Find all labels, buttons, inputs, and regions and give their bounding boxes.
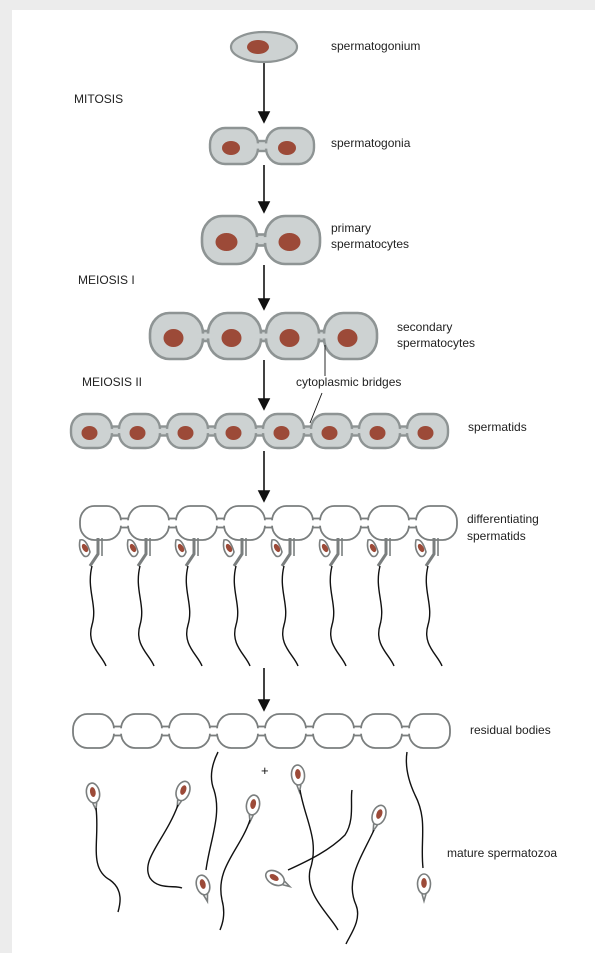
bridge-lumen bbox=[163, 520, 182, 525]
bridge-lumen bbox=[106, 429, 125, 433]
nucleus bbox=[418, 426, 434, 440]
plus-sign: + bbox=[261, 763, 269, 778]
bridge-lumen bbox=[252, 143, 272, 148]
cell-body bbox=[128, 506, 169, 540]
differentiating-label-line-2: spermatids bbox=[467, 529, 526, 543]
nucleus bbox=[82, 426, 98, 440]
nucleus bbox=[164, 329, 184, 347]
cell-body bbox=[80, 506, 121, 540]
bridge-lumen bbox=[396, 728, 415, 733]
spermatids-label: spermatids bbox=[468, 420, 527, 434]
cell-body bbox=[320, 506, 361, 540]
spermatogonia-label: spermatogonia bbox=[331, 136, 411, 150]
bridge-lumen bbox=[197, 334, 214, 339]
mitosis-label: MITOSIS bbox=[74, 92, 123, 106]
bridge-lumen bbox=[154, 429, 173, 433]
nucleus bbox=[222, 141, 240, 155]
bridge-lumen bbox=[250, 429, 269, 433]
nucleus bbox=[280, 329, 300, 347]
nucleus bbox=[274, 426, 290, 440]
bridge-lumen bbox=[403, 520, 422, 525]
cell-body bbox=[416, 506, 457, 540]
cell-body bbox=[272, 506, 313, 540]
bridge-lumen bbox=[108, 728, 127, 733]
nucleus bbox=[338, 329, 358, 347]
bridge-lumen bbox=[307, 520, 326, 525]
meiosis-2-label: MEIOSIS II bbox=[82, 375, 142, 389]
secondary-label-line-1: secondary bbox=[397, 320, 452, 334]
bridge-lumen bbox=[115, 520, 134, 525]
nucleus bbox=[370, 426, 386, 440]
spermatozoon-nucleus bbox=[421, 878, 427, 888]
cell-body bbox=[361, 714, 402, 748]
cell-body bbox=[73, 714, 114, 748]
spermatogonium-label: spermatogonium bbox=[331, 39, 420, 53]
spermatogonium-cell bbox=[231, 32, 297, 62]
bridge-lumen bbox=[204, 728, 223, 733]
cell-body bbox=[265, 714, 306, 748]
bridge-lumen bbox=[211, 520, 230, 525]
nucleus bbox=[322, 426, 338, 440]
nucleus bbox=[222, 329, 242, 347]
bridge-lumen bbox=[300, 728, 319, 733]
mature-spermatozoa-label: mature spermatozoa bbox=[447, 846, 557, 860]
bridge-lumen bbox=[394, 429, 413, 433]
primary-label-line-1: primary bbox=[331, 221, 371, 235]
cell-body bbox=[121, 714, 162, 748]
bridge-lumen bbox=[251, 237, 271, 243]
bridge-lumen bbox=[156, 728, 175, 733]
cell-body bbox=[313, 714, 354, 748]
meiosis-1-label: MEIOSIS I bbox=[78, 273, 135, 287]
nucleus bbox=[278, 141, 296, 155]
bridge-lumen bbox=[259, 520, 278, 525]
bridge-lumen bbox=[313, 334, 330, 339]
primary-label-line-2: spermatocytes bbox=[331, 237, 409, 251]
cell-body bbox=[224, 506, 265, 540]
bridge-lumen bbox=[348, 728, 367, 733]
differentiating-label-line-1: differentiating bbox=[467, 512, 539, 526]
nucleus bbox=[216, 233, 238, 251]
nucleus bbox=[226, 426, 242, 440]
cell-body bbox=[176, 506, 217, 540]
nucleus bbox=[130, 426, 146, 440]
cell-body bbox=[368, 506, 409, 540]
bridge-lumen bbox=[252, 728, 271, 733]
bridge-lumen bbox=[346, 429, 365, 433]
cell-body bbox=[409, 714, 450, 748]
residual-bodies-label: residual bodies bbox=[470, 723, 551, 737]
nucleus bbox=[178, 426, 194, 440]
bridge-lumen bbox=[355, 520, 374, 525]
bridge-lumen bbox=[298, 429, 317, 433]
cell-body bbox=[169, 714, 210, 748]
nucleus bbox=[279, 233, 301, 251]
nucleus bbox=[247, 40, 269, 54]
bridge-lumen bbox=[202, 429, 221, 433]
cytoplasmic-bridges-label: cytoplasmic bridges bbox=[296, 375, 401, 389]
secondary-label-line-2: spermatocytes bbox=[397, 336, 475, 350]
bridge-lumen bbox=[255, 334, 272, 339]
cell-body bbox=[217, 714, 258, 748]
